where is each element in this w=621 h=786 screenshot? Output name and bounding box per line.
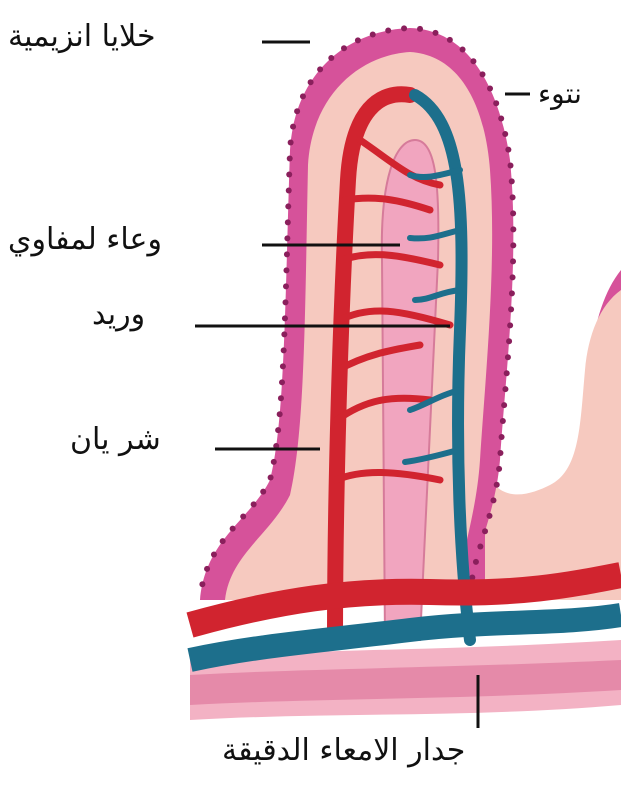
cell-dot xyxy=(341,45,347,51)
cell-dot xyxy=(204,566,210,572)
cell-dot xyxy=(275,427,281,433)
cell-dot xyxy=(508,162,514,168)
cell-dot xyxy=(500,418,506,424)
cell-dot xyxy=(509,178,515,184)
cell-dot xyxy=(260,489,266,495)
cell-dot xyxy=(279,379,285,385)
cell-dot xyxy=(230,526,236,532)
cell-dot xyxy=(498,115,504,121)
cell-dot xyxy=(506,338,512,344)
cell-dot xyxy=(251,501,257,507)
cell-dot xyxy=(286,187,292,193)
label-artery: شر يان xyxy=(70,425,161,455)
cell-dot xyxy=(281,347,287,353)
cell-dot xyxy=(510,226,516,232)
cell-dot xyxy=(494,482,500,488)
cell-dot xyxy=(220,538,226,544)
cell-dot xyxy=(287,155,293,161)
cell-dot xyxy=(284,251,290,257)
cell-dot xyxy=(300,93,306,99)
cell-dot xyxy=(470,58,476,64)
cell-dot xyxy=(480,71,486,77)
cell-dot xyxy=(499,434,505,440)
cell-dot xyxy=(283,267,289,273)
cell-dot xyxy=(199,581,205,587)
cell-dot xyxy=(505,354,511,360)
cell-dot xyxy=(271,459,277,465)
label-vein: وريد xyxy=(92,300,145,330)
cell-dot xyxy=(510,194,516,200)
cell-dot xyxy=(509,290,515,296)
cell-dot xyxy=(290,124,296,130)
cell-dot xyxy=(401,25,407,31)
cell-dot xyxy=(473,559,479,565)
cell-dot xyxy=(417,26,423,32)
cell-dot xyxy=(460,47,466,53)
cell-dot xyxy=(504,370,510,376)
cell-dot xyxy=(477,544,483,550)
label-intestine-wall: جدار الامعاء الدقيقة xyxy=(222,736,465,766)
cell-dot xyxy=(282,299,288,305)
cell-dot xyxy=(286,171,292,177)
cell-dot xyxy=(282,315,288,321)
cell-dot xyxy=(268,475,274,481)
cell-dot xyxy=(211,551,217,557)
cell-dot xyxy=(280,363,286,369)
cell-dot xyxy=(294,108,300,114)
cell-dot xyxy=(505,147,511,153)
cell-dot xyxy=(490,497,496,503)
cell-dot xyxy=(447,37,453,43)
cell-dot xyxy=(493,100,499,106)
cell-dot xyxy=(317,66,323,72)
cell-dot xyxy=(510,242,516,248)
cell-dot xyxy=(385,27,391,33)
cell-dot xyxy=(482,528,488,534)
cell-dot xyxy=(510,258,516,264)
cell-dot xyxy=(308,79,314,85)
cell-dot xyxy=(284,235,290,241)
cell-dot xyxy=(510,274,516,280)
cell-dot xyxy=(288,139,294,145)
cell-dot xyxy=(285,219,291,225)
cell-dot xyxy=(510,210,516,216)
cell-dot xyxy=(285,203,291,209)
cell-dot xyxy=(281,331,287,337)
cell-dot xyxy=(502,131,508,137)
cell-dot xyxy=(507,322,513,328)
cell-dot xyxy=(355,37,361,43)
cell-dot xyxy=(496,466,502,472)
label-villus: نتوء xyxy=(538,80,582,108)
cell-dot xyxy=(328,55,334,61)
cell-dot xyxy=(240,514,246,520)
label-enzyme-cells: خلايا انزيمية xyxy=(8,22,156,52)
cell-dot xyxy=(502,386,508,392)
cell-dot xyxy=(432,30,438,36)
label-lacteal: وعاء لمفاوي xyxy=(8,225,162,255)
cell-dot xyxy=(508,306,514,312)
cell-dot xyxy=(487,86,493,92)
cell-dot xyxy=(278,395,284,401)
cell-dot xyxy=(277,411,283,417)
cell-dot xyxy=(501,402,507,408)
cell-dot xyxy=(497,450,503,456)
cell-dot xyxy=(283,283,289,289)
cell-dot xyxy=(487,513,493,519)
cell-dot xyxy=(370,31,376,37)
